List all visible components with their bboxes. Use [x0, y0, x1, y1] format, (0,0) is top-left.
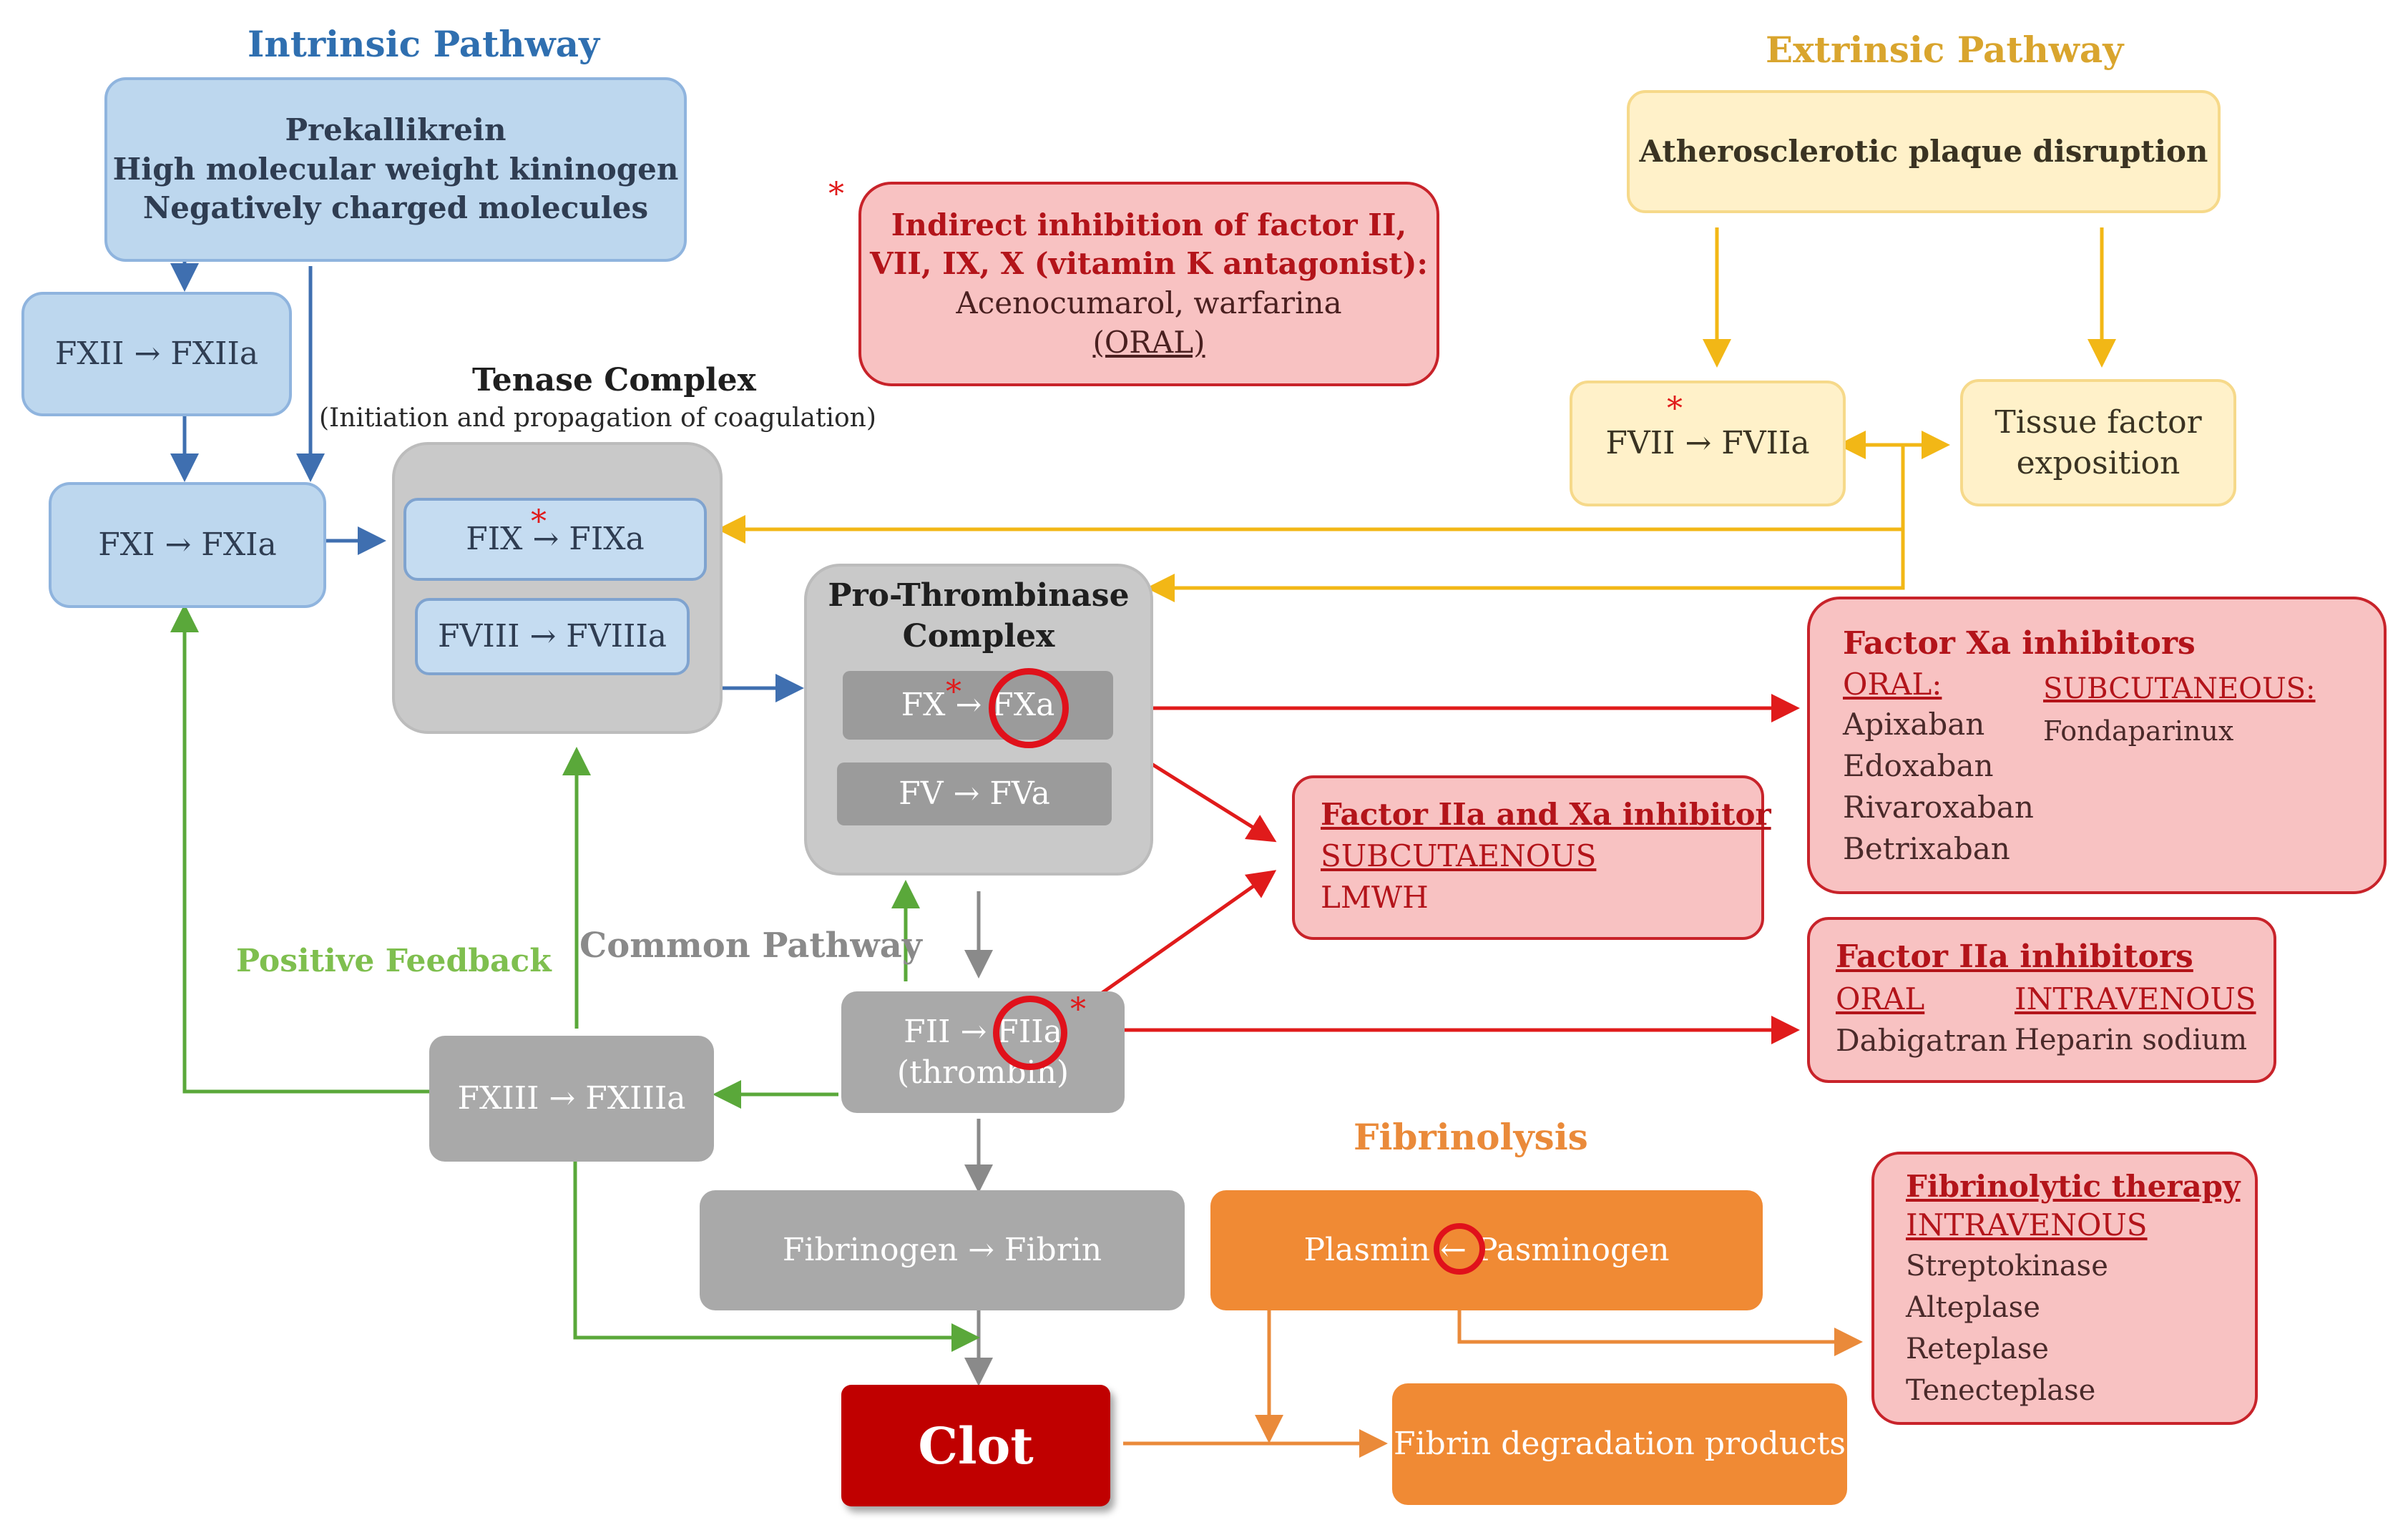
- xa-oral-label: ORAL:: [1843, 667, 1942, 702]
- fibrinolytic-drug-2: Alteplase: [1906, 1291, 2040, 1324]
- tissue-factor-line2: exposition: [2016, 445, 2181, 481]
- xa-subq-drug-1: Fondaparinux: [2043, 715, 2234, 747]
- iia-xa-route: SUBCUTAENOUS: [1321, 838, 1597, 873]
- fibrinogen-box: Fibrinogen → Fibrin: [700, 1190, 1185, 1310]
- arrow-fiia-to-iia-xa-inhibitor: [1070, 870, 1277, 1016]
- xa-oral-drug-3: Rivaroxaban: [1843, 790, 2034, 825]
- vka-inhibitor-box: Indirect inhibition of factor II, VII, I…: [858, 182, 1439, 386]
- arrow-extrinsic-to-prothrombinase: [1146, 529, 1905, 602]
- vka-line2: VII, IX, X (vitamin K antagonist):: [870, 246, 1428, 282]
- hmw-kininogen-label: High molecular weight kininogen: [112, 151, 679, 187]
- vka-drugs: Acenocumarol, warfarina: [956, 285, 1342, 320]
- fxii-label: FXII → FXIIa: [54, 335, 259, 373]
- iia-xa-drug: LMWH: [1321, 880, 1429, 915]
- iia-iv-label: INTRAVENOUS: [2015, 981, 2256, 1016]
- fxiii-box: FXIII → FXIIIa: [429, 1036, 714, 1162]
- fibrinolytic-therapy-title: Fibrinolytic therapy: [1906, 1169, 2241, 1204]
- prekallikrein-label: Prekallikrein: [285, 112, 506, 148]
- tenase-complex-box: [392, 442, 723, 734]
- fibrinolytic-drug-3: Reteplase: [1906, 1333, 2049, 1365]
- clot-box: Clot: [841, 1385, 1110, 1506]
- negatively-charged-label: Negatively charged molecules: [142, 190, 649, 226]
- arrow-fxiii-to-fxi: [170, 604, 429, 1094]
- fxa-highlight-circle: [989, 668, 1069, 748]
- vka-line1: Indirect inhibition of factor II,: [891, 207, 1407, 242]
- fxiii-label: FXIII → FXIIIa: [457, 1080, 686, 1117]
- fv-label: FV → FVa: [899, 775, 1050, 813]
- fvii-asterisk: *: [1667, 391, 1683, 427]
- fix-asterisk: *: [531, 504, 547, 540]
- xa-inhibitors-box: [1807, 597, 2387, 894]
- iia-inhibitors-box: [1807, 917, 2276, 1083]
- xa-subq-label: SUBCUTANEOUS:: [2043, 672, 2316, 705]
- fibrinogen-label: Fibrinogen → Fibrin: [782, 1232, 1102, 1269]
- plaque-box: Atherosclerotic plaque disruption: [1627, 90, 2221, 213]
- positive-feedback-label: Positive Feedback: [236, 943, 552, 979]
- common-pathway-label: Common Pathway: [579, 926, 922, 966]
- fx-box: FX → FXa: [843, 671, 1113, 740]
- fibrinolytic-drug-1: Streptokinase: [1906, 1250, 2108, 1283]
- fvii-box: FVII → FVIIa: [1570, 381, 1846, 506]
- fx-asterisk: *: [946, 674, 961, 710]
- fix-box: FIX → FIXa: [403, 498, 707, 581]
- fibrinolytic-route: INTRAVENOUS: [1906, 1207, 2148, 1242]
- xa-inhibitors-title: Factor Xa inhibitors: [1843, 625, 2196, 662]
- fvii-label: FVII → FVIIa: [1605, 425, 1810, 462]
- fdp-label: Fibrin degradation products: [1394, 1426, 1846, 1463]
- fibrinolysis-title: Fibrinolysis: [1354, 1116, 1588, 1158]
- prothrombinase-title-line2: Complex: [902, 618, 1055, 655]
- fxii-box: FXII → FXIIa: [21, 292, 292, 416]
- fxi-label: FXI → FXIa: [98, 526, 277, 564]
- intrinsic-pathway-title: Intrinsic Pathway: [248, 23, 600, 65]
- fviii-box: FVIII → FVIIIa: [415, 598, 690, 675]
- vka-asterisk: *: [828, 176, 844, 212]
- xa-oral-drug-4: Betrixaban: [1843, 831, 2010, 866]
- fibrinolytic-drug-4: Tenecteplase: [1906, 1374, 2096, 1407]
- xa-oral-drug-1: Apixaban: [1843, 707, 1985, 742]
- plaque-label: Atherosclerotic plaque disruption: [1639, 133, 2208, 169]
- iia-inhibitors-title: Factor IIa inhibitors: [1836, 938, 2193, 975]
- iia-xa-inhibitor-box: [1292, 775, 1764, 940]
- fxi-box: FXI → FXIa: [49, 482, 326, 608]
- iia-iv-drug: Heparin sodium: [2015, 1024, 2248, 1056]
- plasmin-label: Plasmin ← Pasminogen: [1303, 1232, 1670, 1269]
- iia-xa-inhibitor-title: Factor IIa and Xa inhibitor: [1321, 797, 1771, 832]
- clot-label: Clot: [918, 1416, 1034, 1476]
- tenase-title: Tenase Complex: [472, 362, 756, 398]
- fviii-label: FVIII → FVIIIa: [438, 618, 667, 655]
- vka-route: (ORAL): [1092, 324, 1205, 360]
- fibrinolytic-therapy-box: [1871, 1152, 2258, 1425]
- xa-oral-drug-2: Edoxaban: [1843, 748, 1994, 783]
- arrow-fxiii-to-clot: [573, 1162, 980, 1352]
- iia-oral-drug: Dabigatran: [1836, 1023, 2008, 1058]
- fix-label: FIX → FIXa: [466, 521, 645, 558]
- plasmin-box: Plasmin ← Pasminogen: [1210, 1190, 1763, 1310]
- plasmin-highlight-circle: [1434, 1223, 1485, 1275]
- tissue-factor-box: Tissue factor exposition: [1960, 379, 2236, 506]
- fv-box: FV → FVa: [837, 762, 1112, 825]
- tissue-factor-line1: Tissue factor: [1995, 403, 2202, 441]
- prothrombinase-title-line1: Pro-Thrombinase: [828, 577, 1130, 614]
- intrinsic-triggers-box: Prekallikrein High molecular weight kini…: [104, 77, 687, 262]
- fdp-box: Fibrin degradation products: [1392, 1383, 1847, 1505]
- extrinsic-pathway-title: Extrinsic Pathway: [1766, 29, 2124, 71]
- tenase-subtitle: (Initiation and propagation of coagulati…: [319, 403, 876, 433]
- fiia-asterisk: *: [1070, 991, 1086, 1028]
- iia-oral-label: ORAL: [1836, 981, 1925, 1016]
- fiia-highlight-circle: [993, 996, 1067, 1070]
